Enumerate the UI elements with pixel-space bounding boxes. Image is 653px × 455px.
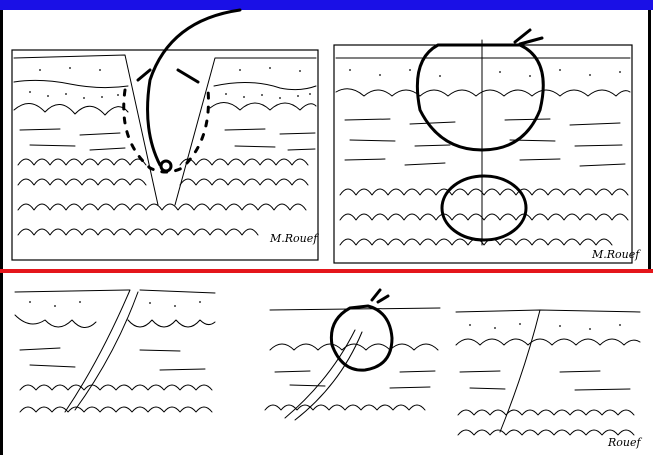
signature-e: Rouef — [607, 436, 642, 449]
skin-layers-e — [456, 310, 640, 435]
epidermis-stipple-e — [469, 323, 621, 330]
